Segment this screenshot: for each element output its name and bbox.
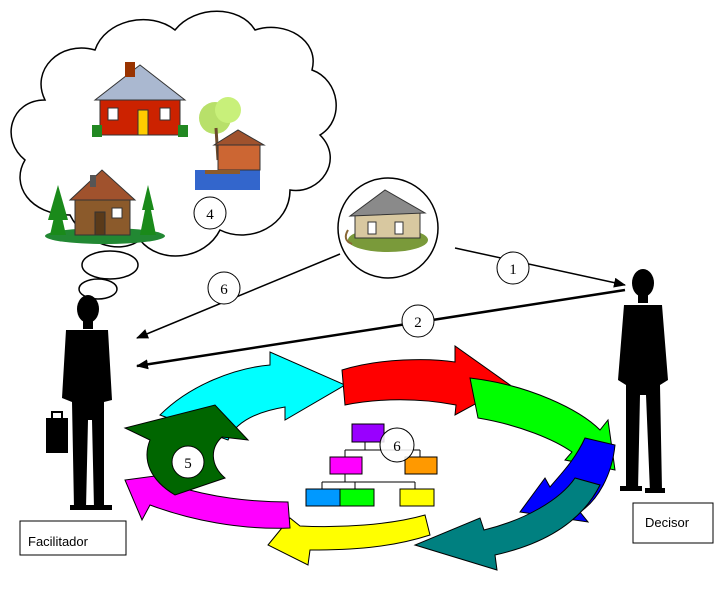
cycle-arrow-blue <box>519 437 616 523</box>
arrow-6 <box>136 253 341 339</box>
thought-cloud <box>10 10 337 300</box>
step-6-marker: 6 <box>207 271 241 305</box>
problem-house-icon <box>337 177 439 279</box>
cycle-arrow-yellow <box>267 514 431 566</box>
facilitator-label-box: Facilitador <box>19 520 127 556</box>
step-2-marker: 2 <box>401 304 435 338</box>
org-box-mid-left <box>329 456 363 475</box>
svg-text:5: 5 <box>184 456 192 472</box>
step-4-marker: 4 <box>193 196 227 230</box>
briefcase-icon <box>46 411 68 453</box>
decisor-label-box: Decisor <box>632 502 714 544</box>
facilitator-silhouette-icon <box>62 295 112 510</box>
lake-house-icon <box>195 97 266 190</box>
org-box-bottom-mid <box>339 488 375 507</box>
arrow-1 <box>454 247 626 288</box>
org-box-bottom-left <box>305 488 341 507</box>
svg-text:1: 1 <box>509 262 517 278</box>
svg-text:6: 6 <box>393 439 401 455</box>
org-box-mid-right <box>404 456 438 475</box>
decisor-silhouette-icon <box>618 269 668 493</box>
cabin-icon <box>45 169 165 244</box>
step-6-hierarchy-marker: 6 <box>379 427 415 463</box>
org-box-top <box>351 423 385 443</box>
decisor-label: Decisor <box>645 515 690 530</box>
step-5-marker: 5 <box>171 445 205 479</box>
svg-text:6: 6 <box>220 282 228 298</box>
arrow-2 <box>136 288 626 370</box>
hierarchy-chart <box>305 423 438 507</box>
svg-text:4: 4 <box>206 207 214 223</box>
house-icon <box>92 62 188 137</box>
org-box-bottom-right <box>399 488 435 507</box>
cycle-arrow-teal <box>413 477 601 571</box>
facilitator-label: Facilitador <box>28 534 89 549</box>
cycle-arrows <box>123 345 616 571</box>
step-1-marker: 1 <box>496 251 530 285</box>
svg-text:2: 2 <box>414 315 422 331</box>
